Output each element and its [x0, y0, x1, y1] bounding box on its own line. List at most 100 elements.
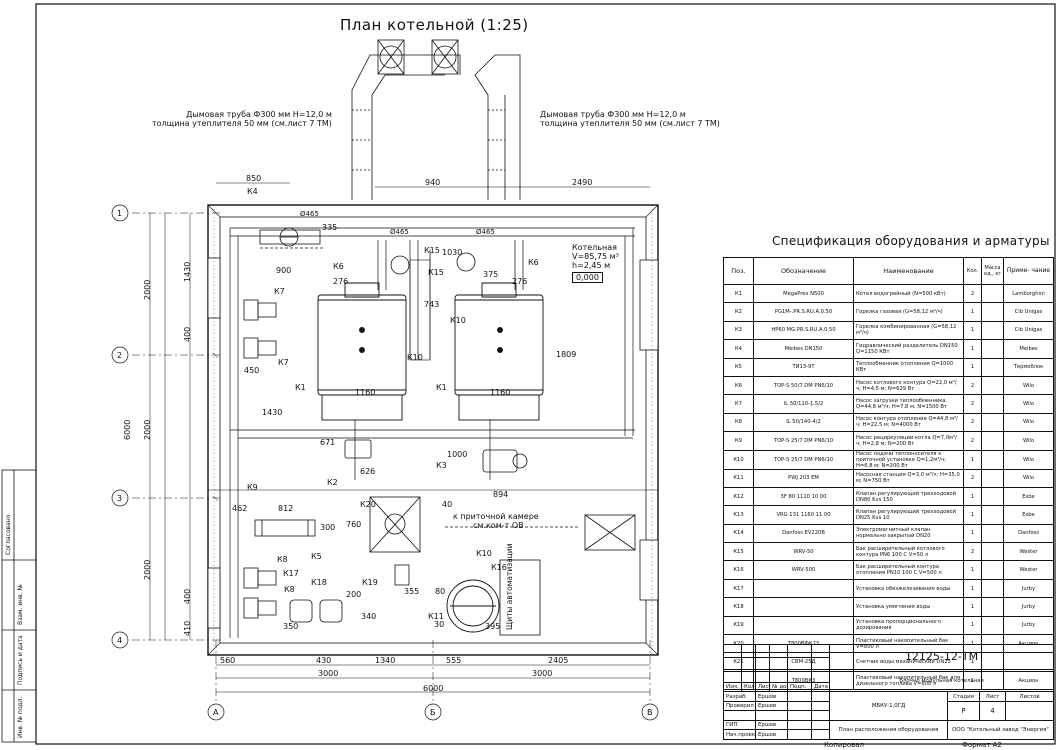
spec-cell: [981, 394, 1004, 414]
spec-cell: [981, 302, 1004, 322]
dim-inner-355: 355: [404, 587, 420, 596]
spec-cell: Насос загрузки теплообменника Q=44,8 м³/…: [853, 394, 964, 414]
spec-cell: Теплообменник отопления Q=1000 КВт: [853, 357, 964, 377]
spec-cell: PWJ 203 EM: [753, 468, 854, 488]
tag-k15-a: К15: [424, 246, 440, 255]
tag-k20: К20: [360, 500, 376, 509]
spec-header-row: Поз. Обозначение Наименование Кол. Масса…: [723, 257, 1054, 285]
spec-cell: [981, 468, 1004, 488]
dim-inner-812: 812: [278, 504, 294, 513]
tag-k1-left: К1: [295, 383, 306, 392]
spec-cell: [981, 542, 1004, 562]
room-info-volume: V=85,75 м³: [572, 252, 619, 261]
tag-k7-top: К7: [274, 287, 285, 296]
dim-inner-276b: 276: [512, 277, 528, 286]
spec-cell: WRV-50: [753, 542, 854, 562]
spec-cell: VRG 131 1160 11 00: [753, 505, 854, 525]
dim-inner-300: 300: [320, 523, 336, 532]
spec-cell: MegaPrex N500: [753, 283, 854, 304]
side-stamp-replacement: Взам. инв. №: [17, 584, 24, 625]
spec-cell: К6: [723, 375, 754, 396]
spec-cell: Jurby: [1003, 597, 1054, 617]
spec-cell: [981, 375, 1004, 396]
spec-cell: 1: [963, 523, 982, 544]
dim-inner-1809: 1809: [556, 350, 577, 359]
tag-k2: К2: [327, 478, 338, 487]
spec-cell: Установка пропорционального дозирования: [853, 615, 964, 636]
stamp-sheet-label: Лист: [979, 691, 1006, 702]
dim-left-1430: 1430: [183, 261, 192, 282]
room-info-height: h=2,45 м: [572, 261, 611, 270]
tag-k8-bottom: К8: [284, 585, 295, 594]
dim-bottom-3000a: 3000: [318, 669, 339, 678]
side-stamp-frame: [1, 469, 37, 743]
tag-k16: К16: [491, 563, 507, 572]
dim-inner-1030: 1030: [442, 248, 463, 257]
supply-chamber: [445, 514, 636, 551]
tag-diameter-a: Ø465: [300, 210, 319, 218]
stamp-name: Ершов: [755, 719, 788, 731]
dim-inner-1160a: 1160: [355, 388, 376, 397]
spec-cell: 2: [963, 394, 982, 414]
spec-cell: [981, 339, 1004, 359]
stamp-col-header: Изм.: [723, 681, 742, 693]
boiler-k1-right: [454, 282, 544, 421]
spec-cell: Jurby: [1003, 615, 1054, 636]
dim-bottom-2405: 2405: [548, 656, 569, 665]
spec-cell: К9: [723, 431, 754, 451]
axis-col-v: В: [647, 708, 653, 717]
axis-row-4: 4: [117, 636, 123, 645]
spec-cell: [753, 615, 854, 636]
spec-cell: К12: [723, 486, 754, 507]
spec-cell: К15: [723, 542, 754, 562]
chimney-note-right-line1: Дымовая труба Ф300 мм Н=12,0 м: [540, 110, 686, 119]
stamp-stage: Р: [947, 700, 980, 721]
spec-cell: 2: [963, 542, 982, 562]
stamp-col-header: Дата: [811, 681, 830, 693]
spec-header: Поз.: [723, 257, 754, 285]
tag-k10-b: К10: [450, 316, 466, 325]
spec-header: Кол.: [963, 257, 982, 285]
spec-cell: 1: [963, 357, 982, 377]
stamp-stage-label: Стадия: [947, 691, 980, 702]
supply-chamber-line2: см.ком-т ОВ: [473, 521, 524, 530]
spec-cell: Wilo: [1003, 375, 1054, 396]
supply-chamber-note: к приточной камере см.ком-т ОВ: [453, 512, 539, 530]
spec-cell: 1: [963, 302, 982, 322]
tag-k15-b: К15: [428, 268, 444, 277]
chimney-note-left: Дымовая труба Ф300 мм Н=12,0 м толщина у…: [152, 110, 332, 128]
spec-cell: 1: [963, 449, 982, 470]
spec-cell: Wilo: [1003, 412, 1054, 433]
water-treatment: [289, 496, 421, 623]
spec-cell: IL 50/110-1,5/2: [753, 394, 854, 414]
spec-cell: Насос контура отопления Q=44,8 м³/ч; Н=2…: [853, 412, 964, 433]
boiler-k1-left: [317, 282, 407, 421]
spec-cell: Wester: [1003, 560, 1054, 580]
spec-cell: Cib Unigas: [1003, 320, 1054, 341]
dim-inner-671: 671: [320, 438, 336, 447]
spec-cell: Esbe: [1003, 505, 1054, 525]
spec-cell: Meibes: [1003, 339, 1054, 359]
dim-inner-1160b: 1160: [490, 388, 511, 397]
footer-format: Формат А2: [962, 741, 1002, 749]
spec-cell: К7: [723, 394, 754, 414]
spec-cell: К1: [723, 283, 754, 304]
dim-inner-462: 462: [232, 504, 248, 513]
spec-cell: 1: [963, 486, 982, 507]
stamp-sheet: 4: [979, 700, 1006, 721]
pumps-k7: [243, 299, 277, 359]
dim-bottom-6000: 6000: [423, 684, 444, 693]
spec-cell: Wilo: [1003, 449, 1054, 470]
expansion-tank: [446, 579, 500, 633]
stamp-col-header: Кол.уч.: [741, 681, 756, 693]
spec-cell: Esbe: [1003, 486, 1054, 507]
spec-cell: Котел водогрейный (N=500 кВт): [853, 283, 964, 304]
